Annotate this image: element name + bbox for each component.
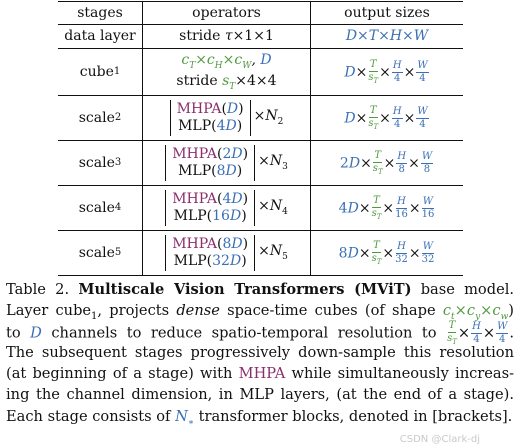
- operator-scale3: MHPA(2D)MLP(8D) ×N3: [143, 141, 310, 185]
- caption-line: to D channels to reduce spatio-temporal …: [6, 320, 514, 347]
- stage-data-layer: data layer: [64, 28, 136, 45]
- caption-title: Multiscale Vision Transformers (MViT): [78, 281, 412, 298]
- caption-line: Each stage consists of N∗ transformer bl…: [6, 407, 513, 428]
- header-operators: operators: [192, 4, 261, 21]
- output-size-data-layer: D×T×H×W: [345, 28, 429, 45]
- operator-scale5: MHPA(8D)MLP(32D) ×N5: [143, 231, 310, 275]
- column-divider: [310, 2, 311, 275]
- caption-label: Table 2.: [6, 281, 70, 298]
- column-divider: [142, 2, 143, 275]
- operator-scale4: MHPA(4D)MLP(16D) ×N4: [143, 186, 310, 230]
- operator-scale2: MHPA(D)MLP(4D) ×N2: [143, 96, 310, 140]
- caption-line: The subsequent stages progressively down…: [6, 344, 514, 362]
- row-divider: [58, 140, 463, 141]
- architecture-table: stages operators output sizes data layer…: [58, 1, 463, 276]
- row-divider: [58, 95, 463, 96]
- operator-cube: cT×cH×cW, D stride sT×4×4: [176, 51, 277, 92]
- row-divider: [58, 24, 463, 25]
- caption-line: Table 2. Multiscale Vision Transformers …: [6, 281, 515, 298]
- header-stages: stages: [77, 4, 123, 21]
- row-divider: [58, 185, 463, 186]
- table-caption: Table 2. Multiscale Vision Transformers …: [6, 279, 514, 427]
- operator-stride: stride τ×1×1: [179, 28, 274, 45]
- row-divider: [58, 230, 463, 231]
- header-output-sizes: output sizes: [344, 4, 430, 21]
- caption-line: ing the channel dimension, in MLP layers…: [6, 386, 514, 404]
- caption-line: Layer cube1, projects dense space-time c…: [6, 302, 514, 322]
- row-divider: [58, 48, 463, 49]
- caption-line: (at beginning of a stage) with MHPA whil…: [6, 365, 514, 383]
- watermark: CSDN @Clark-dj: [399, 434, 480, 445]
